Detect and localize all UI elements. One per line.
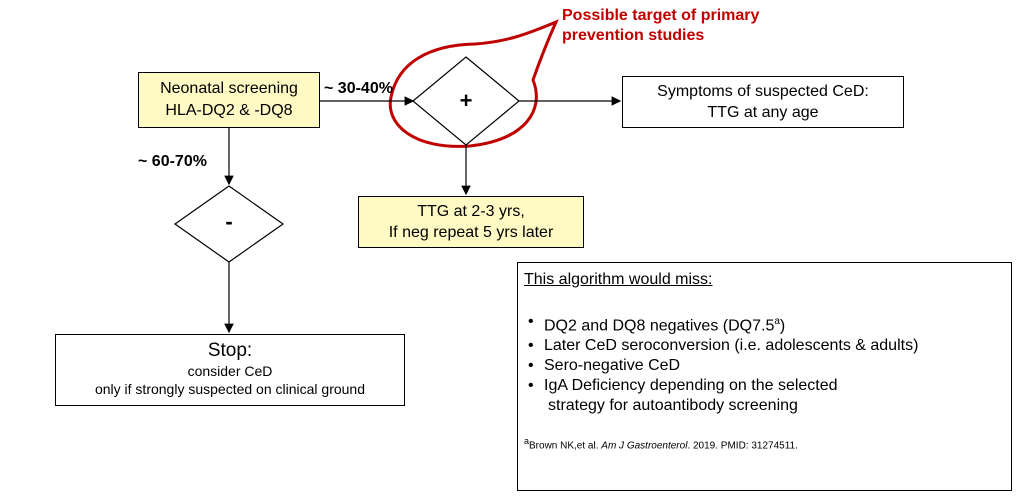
ttg-line-1: TTG at 2-3 yrs, bbox=[417, 203, 525, 220]
annotation-line-2: prevention studies bbox=[562, 27, 705, 44]
missed-item-3-text: Sero-negative CeD bbox=[544, 357, 681, 375]
positive-decision-diamond bbox=[412, 56, 520, 146]
screening-line-2: HLA-DQ2 & -DQ8 bbox=[165, 102, 293, 119]
missed-item-3: Sero-negative CeD bbox=[524, 356, 1011, 376]
stop-line-2: only if strongly suspected on clinical g… bbox=[94, 381, 366, 397]
missed-item-2-text: Later CeD seroconversion (i.e. adolescen… bbox=[544, 337, 919, 355]
reference-sup: a bbox=[524, 436, 530, 447]
reference-note: aBrown NK,et al. Am J Gastroenterol. 201… bbox=[524, 434, 1011, 453]
missed-item-1: DQ2 and DQ8 negatives (DQ7.5a) bbox=[524, 312, 1011, 336]
positive-percentage-label: ~ 30-40% bbox=[324, 80, 393, 97]
positive-sign: + bbox=[459, 88, 473, 113]
missed-heading: This algorithm would miss: bbox=[524, 271, 713, 288]
stop-line-1: consider CeD bbox=[187, 363, 273, 379]
missed-item-4: IgA Deficiency depending on the selected… bbox=[524, 376, 1011, 416]
missed-item-1-end: ) bbox=[779, 317, 786, 335]
negative-percentage-label: ~ 60-70% bbox=[138, 153, 207, 170]
stop-box: Stop: consider CeD only if strongly susp… bbox=[55, 334, 405, 406]
missed-item-1-text: DQ2 and DQ8 negatives (DQ7.5 bbox=[544, 317, 775, 335]
negative-sign: - bbox=[225, 209, 233, 234]
negative-decision-diamond bbox=[173, 185, 285, 263]
reference-rest: . 2019. PMID: 31274511. bbox=[687, 440, 798, 452]
screening-line-1: Neonatal screening bbox=[160, 80, 298, 97]
screening-box: Neonatal screening HLA-DQ2 & -DQ8 bbox=[138, 72, 320, 128]
missed-list: DQ2 and DQ8 negatives (DQ7.5a) Later CeD… bbox=[524, 312, 1011, 416]
ttg-line-2: If neg repeat 5 yrs later bbox=[388, 224, 554, 241]
prevention-target-highlight bbox=[388, 19, 559, 148]
symptoms-line-2: TTG at any age bbox=[707, 104, 819, 121]
missed-item-2: Later CeD seroconversion (i.e. adolescen… bbox=[524, 336, 1011, 356]
missed-item-1-sup: a bbox=[774, 316, 780, 327]
prevention-annotation: Possible target of primary prevention st… bbox=[562, 6, 759, 46]
missed-item-4-line-1: IgA Deficiency depending on the selected bbox=[544, 377, 838, 395]
symptoms-line-1: Symptoms of suspected CeD: bbox=[657, 83, 869, 100]
missed-cases-box: This algorithm would miss: DQ2 and DQ8 n… bbox=[517, 262, 1012, 491]
reference-text: Brown NK,et al. bbox=[529, 440, 602, 452]
ttg-box: TTG at 2-3 yrs, If neg repeat 5 yrs late… bbox=[358, 196, 584, 248]
symptoms-box: Symptoms of suspected CeD: TTG at any ag… bbox=[622, 76, 904, 128]
annotation-line-1: Possible target of primary bbox=[562, 7, 760, 24]
stop-title: Stop: bbox=[207, 340, 253, 361]
reference-journal: Am J Gastroenterol bbox=[601, 440, 688, 452]
missed-item-4-line-2: strategy for autoantibody screening bbox=[548, 397, 798, 415]
